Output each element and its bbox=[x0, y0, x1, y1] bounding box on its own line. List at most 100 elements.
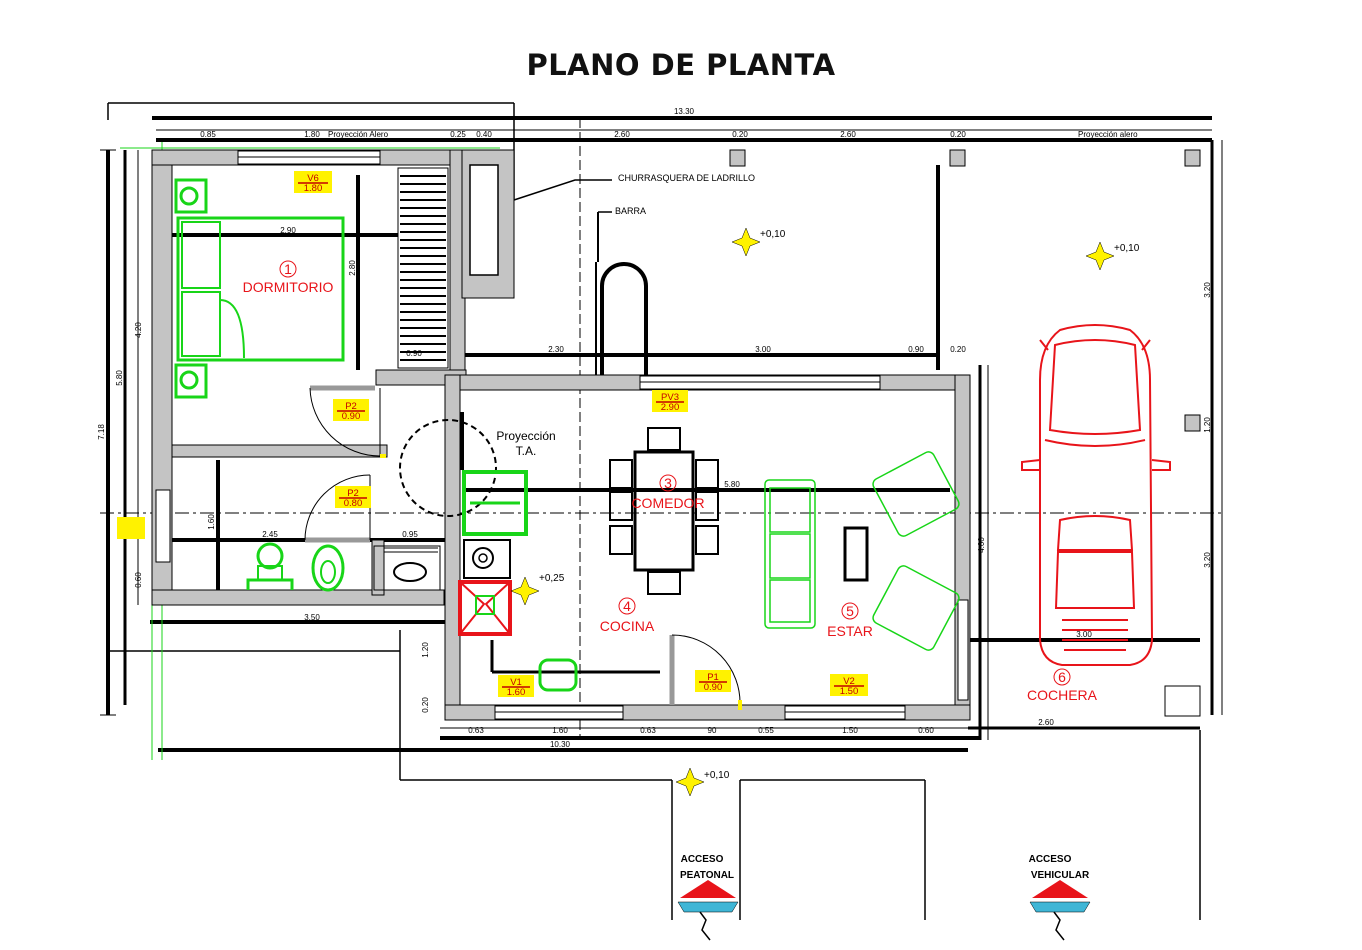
dim-text: 2.80 bbox=[348, 260, 357, 276]
access-label: PEATONAL bbox=[680, 870, 734, 881]
dim-text: 1.60 bbox=[552, 726, 568, 735]
room-number: 4 bbox=[623, 598, 631, 614]
dim-text: 3.00 bbox=[1076, 630, 1092, 639]
doors bbox=[304, 385, 742, 710]
dimension-texts-vertical: 7.18 5.80 4.20 0.60 1.60 2.80 4.00 3.20 … bbox=[97, 260, 1212, 713]
dim-text: 0.20 bbox=[950, 345, 966, 354]
opening-width: 0.80 bbox=[344, 498, 363, 509]
dim-text: 0.60 bbox=[134, 572, 143, 588]
living-furniture bbox=[764, 451, 960, 651]
dim-text: 3.00 bbox=[755, 345, 771, 354]
car-icon bbox=[1021, 324, 1171, 666]
dim-text: 3.20 bbox=[1203, 282, 1212, 298]
room-name-dormitorio: DORMITORIO bbox=[243, 279, 334, 295]
dim-text: 4.20 bbox=[134, 322, 143, 338]
level-label: +0,10 bbox=[760, 229, 786, 240]
dim-text: 0.20 bbox=[732, 130, 748, 139]
dim-text: 0.85 bbox=[200, 130, 216, 139]
opening-code: V1 bbox=[510, 677, 522, 688]
opening-code: PV3 bbox=[661, 392, 679, 403]
access-label: ACCESO bbox=[681, 854, 724, 865]
dim-text: 2.60 bbox=[840, 130, 856, 139]
dim-text: 0.95 bbox=[402, 530, 418, 539]
dim-text: 10.30 bbox=[550, 740, 571, 749]
opening-width: 0.90 bbox=[342, 411, 361, 422]
dim-text: 1.80 bbox=[304, 130, 320, 139]
projection-label-ta: T.A. bbox=[516, 444, 537, 458]
dimension-texts: 13.30 0.85 1.80 0.25 0.40 2.60 0.20 2.60… bbox=[200, 107, 1092, 749]
level-markers bbox=[510, 227, 1115, 797]
dimension-lines bbox=[100, 102, 1223, 920]
kitchen-fixtures bbox=[458, 470, 660, 692]
dim-text: 4.00 bbox=[977, 537, 986, 553]
dim-text: 0.63 bbox=[468, 726, 484, 735]
dim-text: 13.30 bbox=[674, 107, 695, 116]
bar-label: BARRA bbox=[615, 206, 646, 216]
level-label: +0,10 bbox=[704, 770, 730, 781]
dim-text: 0.90 bbox=[908, 345, 924, 354]
access-label: VEHICULAR bbox=[1031, 870, 1090, 881]
room-number: 5 bbox=[846, 603, 854, 619]
dim-text: 2.60 bbox=[614, 130, 630, 139]
pedestrian-access: ACCESO PEATONAL bbox=[677, 854, 739, 941]
bathroom bbox=[246, 542, 441, 592]
dim-text: 7.18 bbox=[97, 424, 106, 440]
eave-projection-label: Proyección Alero bbox=[328, 130, 389, 139]
page-title: PLANO DE PLANTA bbox=[526, 48, 836, 82]
dim-text: 0.55 bbox=[758, 726, 774, 735]
windows bbox=[155, 150, 969, 720]
level-label: +0,10 bbox=[1114, 243, 1140, 254]
room-name-estar: ESTAR bbox=[827, 623, 873, 639]
dim-text: 0.25 bbox=[450, 130, 466, 139]
bbq-label: CHURRASQUERA DE LADRILLO bbox=[618, 173, 755, 183]
dining-table bbox=[609, 427, 719, 595]
opening-width: 1.50 bbox=[840, 686, 859, 697]
dim-text: 90 bbox=[708, 726, 717, 735]
opening-width: 1.60 bbox=[507, 687, 526, 698]
dim-text: 2.45 bbox=[262, 530, 278, 539]
room-number: 3 bbox=[664, 475, 672, 491]
vehicular-access: ACCESO VEHICULAR bbox=[1029, 854, 1091, 941]
dim-text: 1.50 bbox=[842, 726, 858, 735]
room-number: 6 bbox=[1058, 669, 1066, 685]
room-labels: 1 DORMITORIO 3 COMEDOR 4 COCINA 5 ESTAR … bbox=[243, 260, 1098, 703]
opening-code: V2 bbox=[843, 676, 855, 687]
dim-text: 0.20 bbox=[950, 130, 966, 139]
dim-text: 1.20 bbox=[1203, 417, 1212, 433]
dim-text: 3.20 bbox=[1203, 552, 1212, 568]
opening-tags: V6 1.80 P2 0.90 P2 0.80 PV3 2.90 V1 1.60… bbox=[117, 171, 868, 698]
room-name-cochera: COCHERA bbox=[1027, 687, 1098, 703]
opening-width: 2.90 bbox=[661, 402, 680, 413]
dim-text: 0.63 bbox=[640, 726, 656, 735]
dim-text: 3.50 bbox=[304, 613, 320, 622]
staircase bbox=[397, 167, 449, 369]
room-name-comedor: COMEDOR bbox=[631, 495, 704, 511]
dim-text: 1.20 bbox=[421, 642, 430, 658]
dim-text: 0.40 bbox=[476, 130, 492, 139]
dim-text: 5.80 bbox=[724, 480, 740, 489]
bar-counter bbox=[597, 211, 648, 375]
opening-code: P2 bbox=[345, 401, 357, 412]
opening-code: P1 bbox=[707, 672, 719, 683]
dim-text: 2.60 bbox=[1038, 718, 1054, 727]
dim-text: 0.60 bbox=[918, 726, 934, 735]
dim-text: 2.90 bbox=[280, 226, 296, 235]
opening-width: 0.90 bbox=[704, 682, 723, 693]
dim-text: 1.60 bbox=[207, 514, 216, 530]
dim-text: 0.20 bbox=[421, 697, 430, 713]
projection-label: Proyección bbox=[496, 429, 555, 443]
level-label: +0,25 bbox=[539, 573, 565, 584]
bedroom-furniture bbox=[174, 178, 345, 399]
dim-text: 0.90 bbox=[406, 349, 422, 358]
room-number: 1 bbox=[284, 261, 292, 277]
room-name-cocina: COCINA bbox=[600, 618, 655, 634]
opening-width: 1.80 bbox=[304, 183, 323, 194]
barbecue bbox=[461, 149, 612, 299]
access-label: ACCESO bbox=[1029, 854, 1072, 865]
eave-projection-label: Proyección alero bbox=[1078, 130, 1138, 139]
dim-text: 2.30 bbox=[548, 345, 564, 354]
opening-code: P2 bbox=[347, 488, 359, 499]
opening-code: V6 bbox=[307, 173, 319, 184]
dim-text: 5.80 bbox=[115, 370, 124, 386]
